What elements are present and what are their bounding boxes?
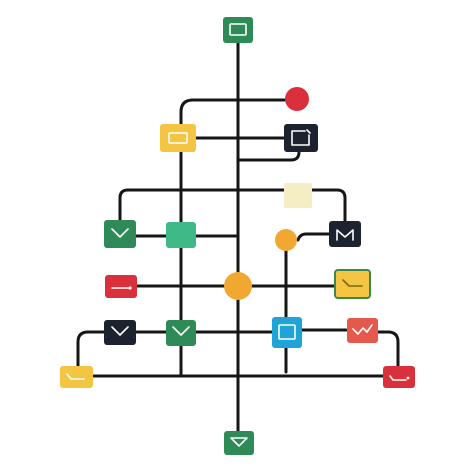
card-icon	[342, 279, 363, 287]
node-top-green	[223, 17, 253, 43]
node-coral-chart	[347, 318, 378, 343]
window-icon	[278, 324, 296, 340]
node-box	[105, 275, 137, 298]
node-box	[60, 366, 93, 388]
trend-icon	[352, 324, 373, 335]
node-box	[224, 431, 254, 455]
link-dot	[128, 286, 132, 290]
pen-icon	[66, 373, 85, 380]
link-dot	[406, 376, 410, 380]
node-box	[334, 269, 371, 299]
node-yellow-card	[334, 269, 371, 299]
node-blue-square	[272, 317, 302, 348]
node-yellow-window	[160, 124, 196, 152]
node-box	[347, 318, 378, 343]
node-green-check	[166, 320, 196, 346]
node-box	[284, 124, 318, 152]
connector-lines	[76, 38, 400, 434]
window-icon	[168, 132, 188, 144]
connector-right-drop	[376, 330, 400, 368]
node-box	[284, 183, 312, 208]
node-red-circle	[285, 87, 309, 111]
connector-navy-trunk	[236, 136, 301, 162]
envelope-icon	[111, 228, 129, 238]
chevron-icon	[111, 326, 129, 336]
envelope-icon	[336, 229, 354, 241]
node-mint-square	[166, 222, 196, 248]
node-navy-check	[104, 320, 136, 345]
node-circle	[285, 87, 309, 111]
node-navy-mail	[329, 221, 361, 247]
connector-left-drop	[76, 330, 106, 370]
node-orange-small-circle	[275, 229, 297, 251]
window-icon	[229, 23, 247, 36]
node-bottom-green	[224, 431, 254, 455]
node-box	[104, 320, 136, 345]
node-box	[160, 124, 196, 152]
node-box	[223, 17, 253, 43]
node-yellow-note	[60, 366, 93, 388]
connector-navy-mail	[296, 232, 332, 242]
node-circle	[224, 272, 252, 300]
node-box	[104, 220, 136, 248]
node-box	[272, 317, 302, 348]
node-box	[383, 366, 415, 388]
node-cream-square	[284, 183, 312, 208]
node-navy-window	[284, 124, 318, 152]
node-circle	[275, 229, 297, 251]
node-box	[166, 222, 196, 248]
external-window-icon	[291, 129, 311, 146]
node-green-mail	[104, 220, 136, 248]
node-red-link	[105, 275, 137, 298]
connector-level3-bar	[118, 188, 347, 224]
node-box	[166, 320, 196, 346]
chevron-icon	[172, 326, 190, 336]
download-icon	[230, 437, 248, 447]
link-icon	[389, 375, 407, 381]
node-orange-hub	[224, 272, 252, 300]
node-box	[329, 221, 361, 247]
node-red-link-right	[383, 366, 415, 388]
connector-red-circle	[179, 98, 288, 130]
